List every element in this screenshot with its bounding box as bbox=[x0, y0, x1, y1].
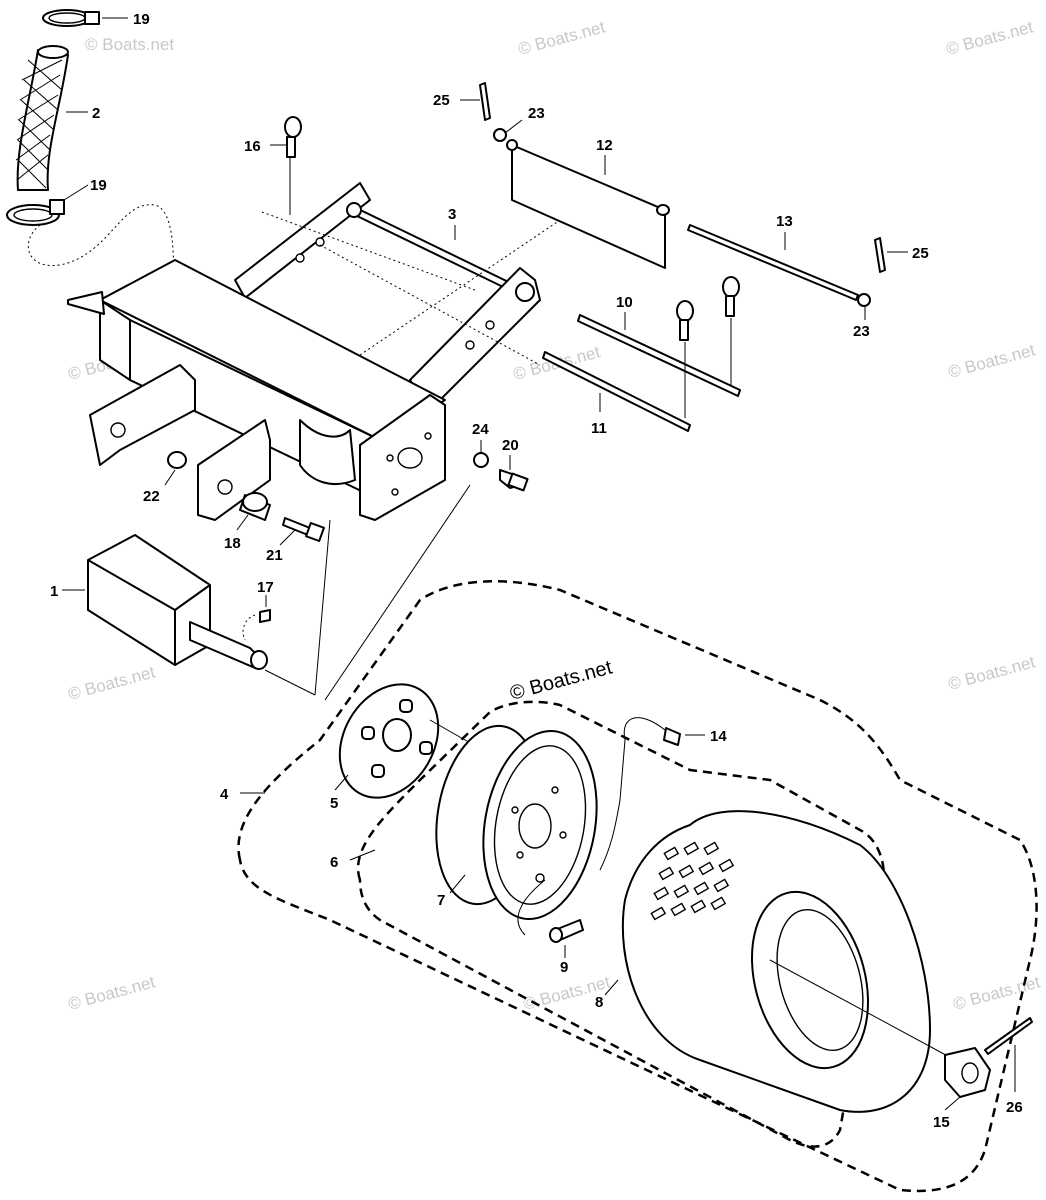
cotter-pin-top bbox=[479, 82, 491, 121]
callout-label: 24 bbox=[472, 421, 489, 438]
wheel-rim bbox=[435, 724, 598, 921]
callout-label: 3 bbox=[448, 206, 456, 223]
rod-11 bbox=[542, 351, 691, 432]
spacer-plate bbox=[506, 139, 670, 269]
watermark-main: © Boats.net bbox=[508, 656, 615, 704]
callout-label: 19 bbox=[90, 177, 107, 194]
spacer-18 bbox=[239, 492, 271, 521]
hitch-pin-10 bbox=[722, 276, 740, 317]
wheel-assembly-outline-6 bbox=[356, 700, 886, 1148]
washer-right bbox=[857, 293, 871, 307]
nut-22 bbox=[167, 451, 187, 469]
callout-label: 16 bbox=[244, 138, 261, 155]
washer-top bbox=[493, 128, 507, 142]
frame-guide-line bbox=[359, 209, 576, 356]
wheel-hub bbox=[338, 683, 440, 799]
callout-label: 4 bbox=[220, 786, 229, 803]
frame-guide-line bbox=[319, 244, 541, 366]
bolt-20 bbox=[499, 469, 529, 492]
bolt-21 bbox=[282, 517, 325, 542]
callout-label: 6 bbox=[330, 854, 338, 871]
cotter-pin-right bbox=[874, 237, 886, 273]
callout-label: 17 bbox=[257, 579, 274, 596]
watermark: © Boats.net bbox=[946, 340, 1037, 381]
key-guide-line bbox=[242, 614, 256, 641]
watermark: © Boats.net bbox=[85, 35, 174, 54]
hub-guide-line bbox=[314, 519, 331, 696]
callout-label: 15 bbox=[933, 1114, 950, 1131]
callout-label: 25 bbox=[433, 92, 450, 109]
callout-label: 7 bbox=[437, 892, 445, 909]
hose-clamp-bottom bbox=[6, 199, 65, 226]
callout-label: 14 bbox=[710, 728, 727, 745]
hitch-pin-16 bbox=[284, 116, 302, 215]
wheel-assembly-outline-4 bbox=[237, 580, 1038, 1193]
callout-label: 1 bbox=[50, 583, 58, 600]
callout-leaders bbox=[62, 17, 1016, 1111]
callout-label: 20 bbox=[502, 437, 519, 454]
watermark: © Boats.net bbox=[66, 972, 157, 1013]
castle-nut bbox=[944, 1047, 991, 1098]
watermark: © Boats.net bbox=[944, 17, 1035, 58]
callout-label: 19 bbox=[133, 11, 150, 28]
hose-clamp-top bbox=[42, 9, 100, 27]
axle-housing bbox=[87, 534, 268, 670]
valve-stem bbox=[549, 919, 584, 943]
callout-labels: 19 2 19 16 3 25 23 12 13 25 23 10 11 24 … bbox=[50, 11, 1023, 1131]
hose-routing-line bbox=[27, 204, 174, 301]
callout-label: 25 bbox=[912, 245, 929, 262]
pivot-frame bbox=[67, 182, 541, 521]
watermark: © Boats.net bbox=[946, 652, 1037, 693]
callout-label: 26 bbox=[1006, 1099, 1023, 1116]
watermark: © Boats.net bbox=[951, 972, 1042, 1013]
valve-cap bbox=[663, 727, 681, 746]
callout-label: 11 bbox=[591, 420, 607, 437]
hitch-pin-11 bbox=[676, 300, 694, 341]
callout-label: 21 bbox=[266, 547, 283, 564]
callout-label: 2 bbox=[92, 105, 100, 122]
tire bbox=[621, 810, 931, 1113]
valve-guide-line bbox=[517, 879, 546, 936]
hub-guide-line bbox=[324, 484, 471, 701]
callout-label: 9 bbox=[560, 959, 568, 976]
callout-label: 23 bbox=[528, 105, 545, 122]
key-17 bbox=[259, 609, 271, 623]
rod-13 bbox=[687, 224, 859, 301]
hub-guide-line bbox=[264, 669, 316, 696]
valve-cap-guide-line bbox=[599, 717, 666, 871]
callout-label: 18 bbox=[224, 535, 241, 552]
radiator-hose bbox=[15, 45, 69, 191]
axle-center-line bbox=[769, 959, 956, 1061]
watermark: © Boats.net bbox=[516, 17, 607, 58]
watermark: © Boats.net bbox=[66, 662, 157, 703]
callout-label: 10 bbox=[616, 294, 633, 311]
cotter-pin-26 bbox=[984, 1017, 1033, 1055]
callout-label: 22 bbox=[143, 488, 160, 505]
callout-label: 12 bbox=[596, 137, 613, 154]
washer-24 bbox=[473, 452, 489, 468]
callout-label: 23 bbox=[853, 323, 870, 340]
rod-10 bbox=[577, 314, 741, 397]
callout-label: 13 bbox=[776, 213, 793, 230]
callout-label: 5 bbox=[330, 795, 338, 812]
callout-label: 8 bbox=[595, 994, 603, 1011]
